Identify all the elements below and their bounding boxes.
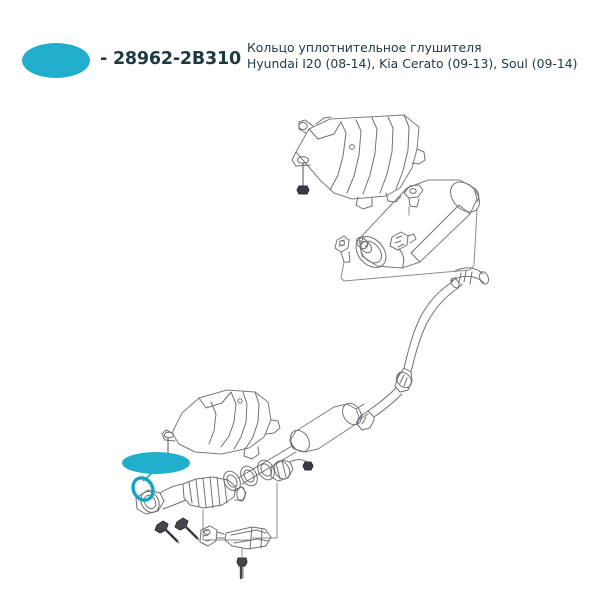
part-number: - 28962-2B310	[100, 49, 241, 69]
teal-ellipse-marker-icon	[22, 43, 90, 78]
front-pipe-flex-joint	[135, 476, 247, 515]
support-bracket	[199, 525, 272, 550]
assembly-leader-lines	[340, 206, 478, 282]
part-header: - 28962-2B310 Кольцо уплотнительное глуш…	[0, 0, 600, 104]
sealing-ring-gasket-outline	[132, 477, 154, 501]
tailpipe-outlet	[450, 267, 490, 285]
teal-ellipse-marker-icon	[122, 452, 190, 474]
flange-gaskets	[223, 459, 275, 492]
bracket-bolt	[236, 548, 248, 580]
front-pipe-heat-shield	[161, 389, 281, 462]
rear-muffler	[355, 179, 480, 269]
part-description: Кольцо уплотнительное глушителя Hyundai …	[247, 40, 597, 71]
heat-shield-nut	[296, 185, 310, 195]
lower-leader-lines	[202, 482, 278, 541]
clamp-fastener	[302, 461, 314, 471]
rear-muffler-heat-shield	[291, 114, 426, 210]
intermediate-pipe	[356, 276, 463, 431]
pipe-joint-clamp	[270, 459, 308, 482]
part-description-name: Кольцо уплотнительное глушителя	[247, 40, 482, 55]
center-resonator	[237, 402, 369, 485]
part-description-applications: Hyundai I20 (08-14), Kia Cerato (09-13),…	[247, 55, 578, 71]
muffler-hanger-bracket	[334, 231, 417, 263]
mounting-bolts	[154, 517, 200, 544]
highlight-callout	[122, 452, 190, 502]
